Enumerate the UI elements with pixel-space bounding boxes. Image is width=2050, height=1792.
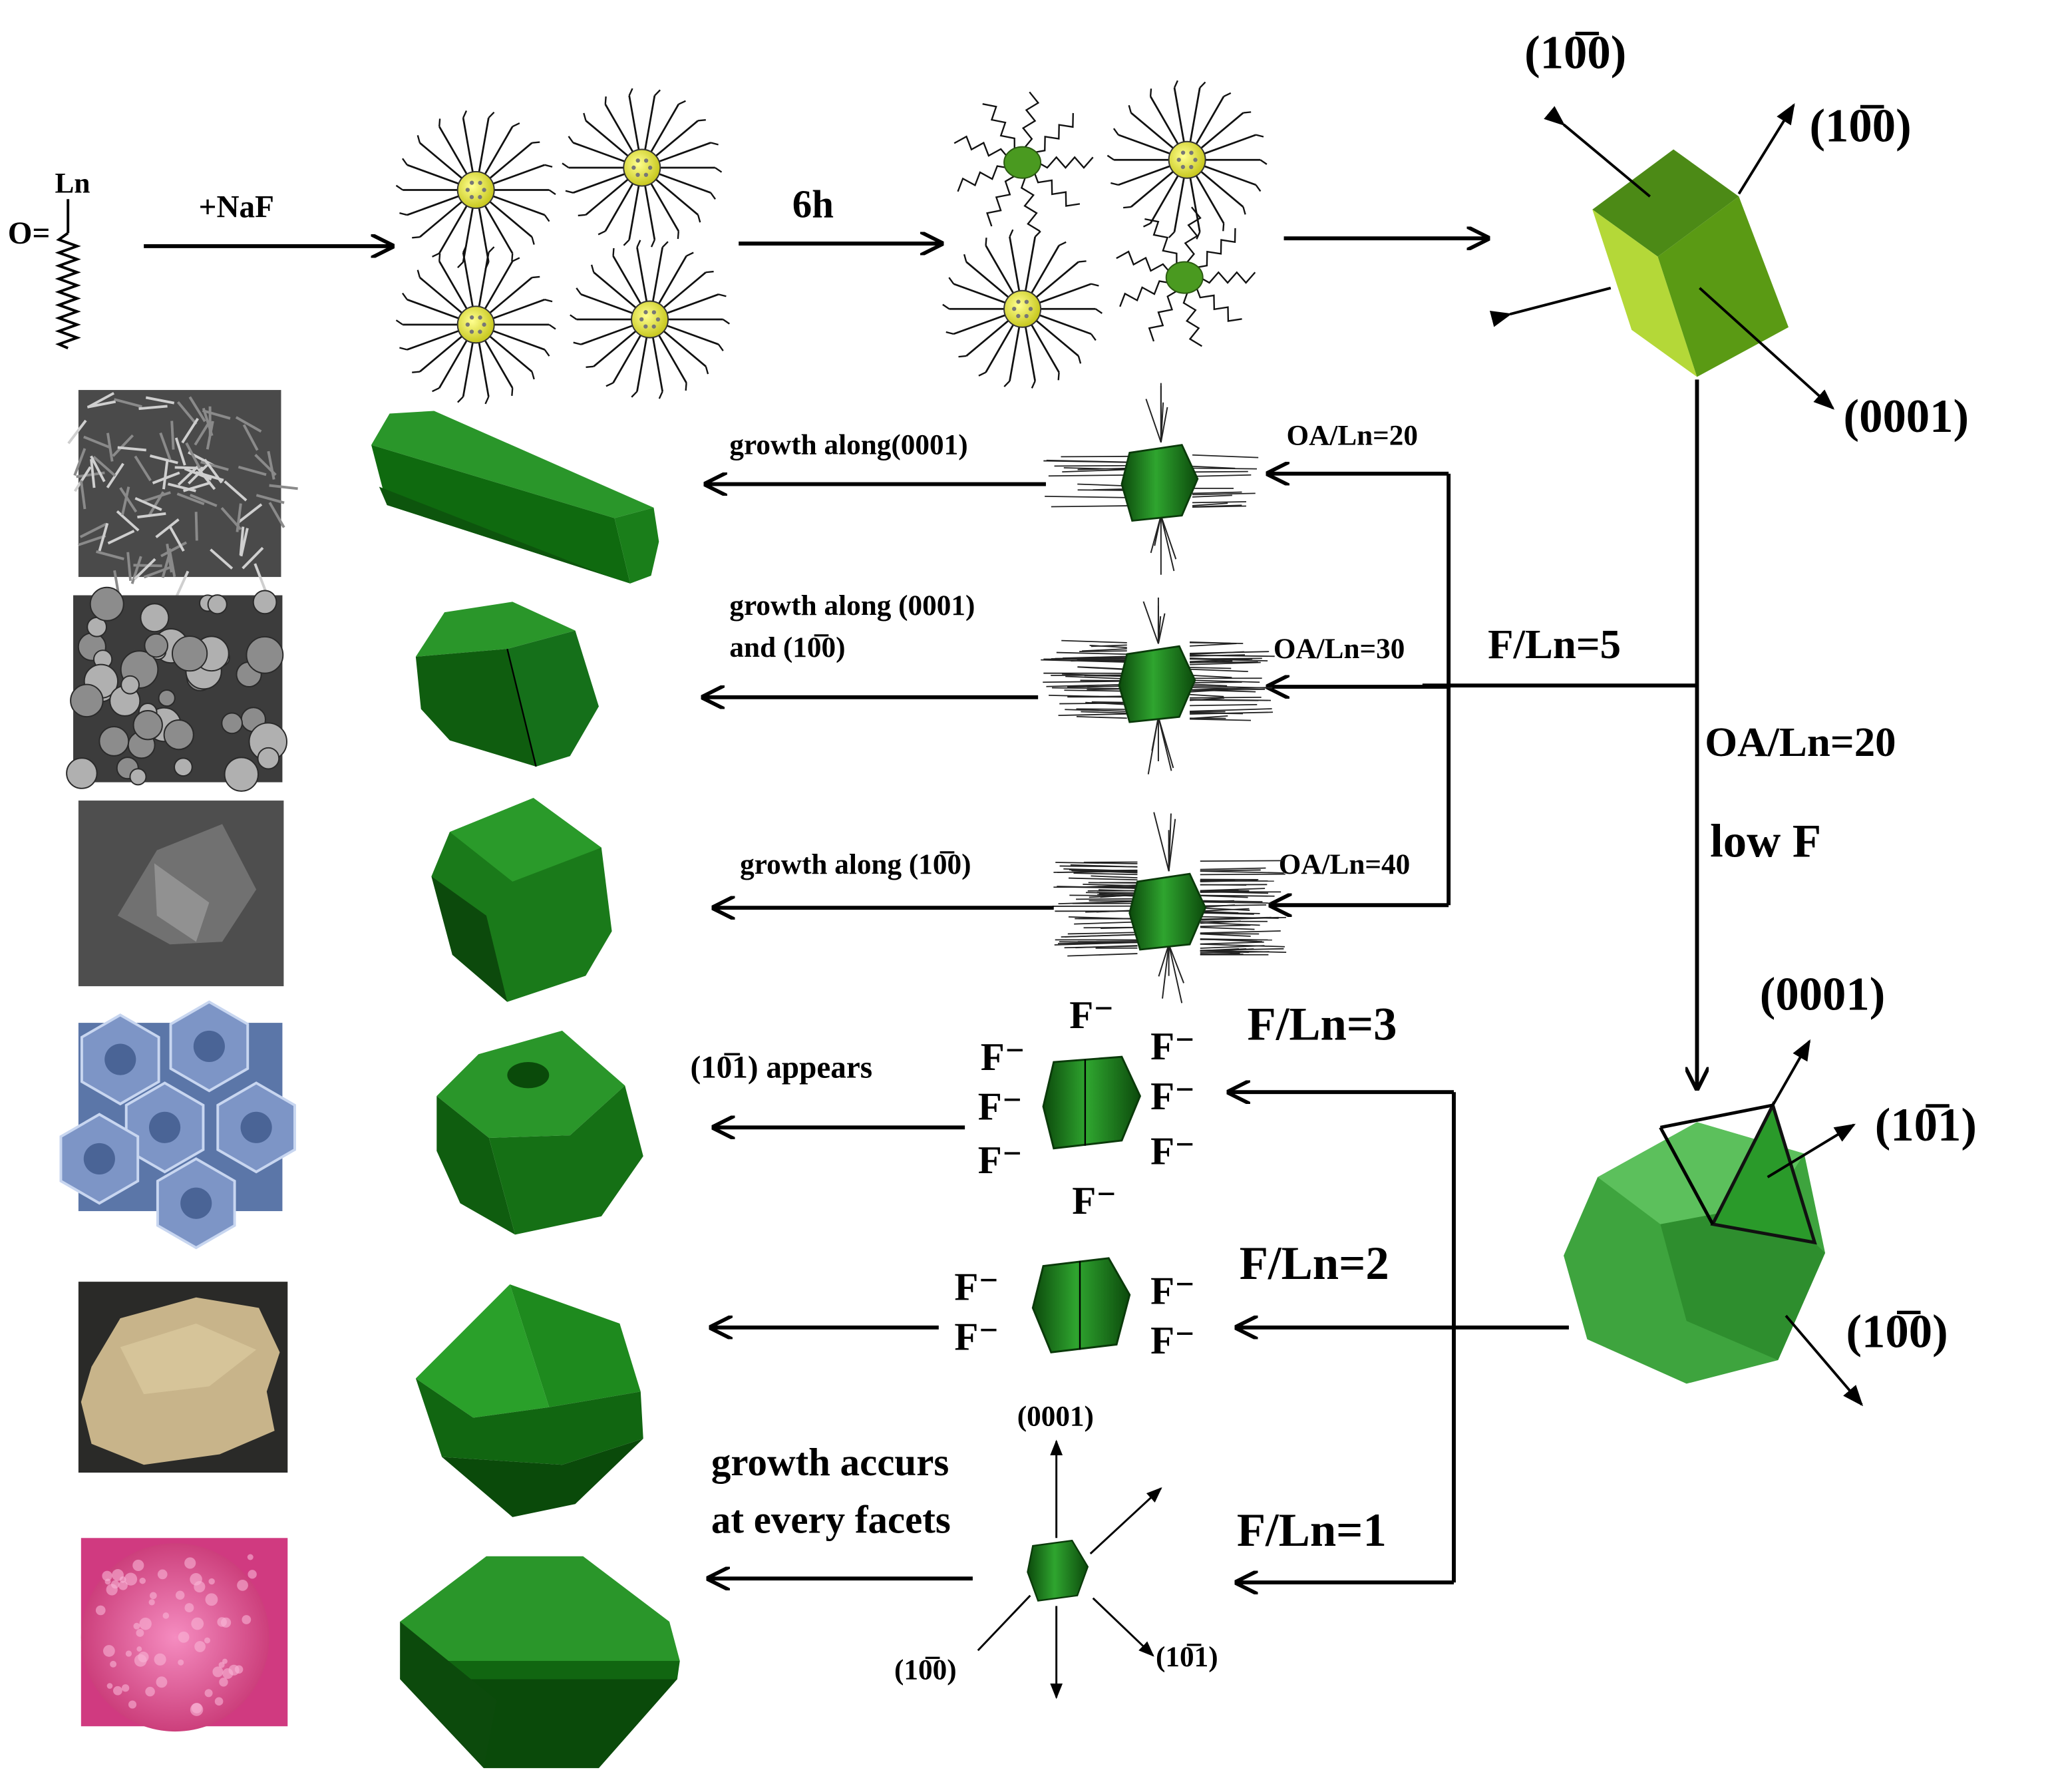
- micelle: [1107, 80, 1268, 240]
- growth-label-row1: growth along(0001): [729, 429, 967, 460]
- axis-line: [1092, 1597, 1154, 1657]
- fluoride-ion: F⁻: [1069, 993, 1114, 1037]
- pyramid-edge: [1659, 1127, 1715, 1225]
- small-axis-top-label: (0001): [1017, 1400, 1094, 1432]
- growth-label-row6-line1: growth accurs: [711, 1440, 949, 1484]
- growth-label-row2-line1: growth along (0001): [729, 590, 975, 622]
- growth-label-row6-line2: at every facets: [711, 1497, 951, 1541]
- fluoride-ion: F⁻: [1150, 1074, 1195, 1118]
- small-nucleus-f1: [977, 1439, 1162, 1700]
- capped-nucleus: [1116, 206, 1256, 347]
- fluoride-ion: F⁻: [978, 1085, 1023, 1129]
- fluoride-nucleus-f3: [1042, 1055, 1142, 1150]
- growth-label-row4: (10̅1) appears: [690, 1051, 872, 1085]
- hexagonal-rod-crystal: [371, 411, 659, 584]
- low-f-label: low F: [1710, 816, 1821, 868]
- fluoride-ion: F⁻: [1150, 1129, 1195, 1172]
- micelle: [395, 110, 556, 270]
- micelle: [562, 88, 723, 248]
- sem-image-hexagonal-pits: [59, 1000, 296, 1250]
- bipyramid-prism-product: [415, 1284, 643, 1517]
- axis-line: [1089, 1487, 1162, 1554]
- truncated-pyramid-crystal: [1564, 1039, 1864, 1407]
- growth-label-row2-line2: and (10̅0): [729, 631, 845, 663]
- hexagonal-prism-crystal: [1489, 103, 1835, 410]
- small-axis-bottom-right-label: (10̅1): [1156, 1641, 1218, 1673]
- arrow-facet-1011: [1767, 1123, 1856, 1178]
- hexagonal-prism-product: [415, 602, 599, 767]
- fluoride-ion: F⁻: [954, 1314, 999, 1358]
- f-ln-2-label: F/Ln=2: [1240, 1238, 1389, 1290]
- pyramid-edge: [1659, 1103, 1773, 1129]
- micelle: [942, 229, 1103, 389]
- small-axis-bottom-left-label: (10̅0): [894, 1654, 957, 1686]
- six-hour-step-label: 6h: [792, 182, 834, 226]
- growth-label-row3: growth along (10̅0): [740, 848, 971, 880]
- micelle-cluster: [395, 88, 730, 405]
- naf-step-label: +NaF: [199, 190, 274, 225]
- sem-image-prisms: [66, 586, 287, 792]
- facet-label-bottom: (0001): [1844, 391, 1969, 443]
- truncated-facet-top-label: (0001): [1760, 968, 1886, 1020]
- double-cone-product: [400, 1556, 680, 1769]
- arrow-prism-tl: [1544, 106, 1651, 198]
- oa-ln-40-label: OA/Ln=40: [1279, 848, 1411, 880]
- oa-ln-20-label: OA/Ln=20: [1286, 420, 1418, 452]
- hexagonal-plate-product: [431, 798, 612, 1002]
- fluoride-ion: F⁻: [1150, 1269, 1195, 1313]
- capped-nucleus-oa30: [1041, 598, 1275, 775]
- sem-image-bipyramid: [78, 1282, 288, 1473]
- fluoride-ion: F⁻: [1150, 1024, 1195, 1068]
- oxygen-label: O=: [8, 216, 51, 251]
- arrow-prism-tr: [1737, 103, 1795, 195]
- f-ln-1-label: F/Ln=1: [1237, 1505, 1387, 1556]
- capped-nucleus-oa40: [1052, 812, 1287, 1003]
- sem-image-double-cone: [81, 1538, 288, 1732]
- arrow-prism-bottom: [1699, 287, 1835, 410]
- f-ln-3-label: F/Ln=3: [1248, 999, 1397, 1051]
- oleate-precursor: Ln O=: [8, 167, 90, 350]
- arrow-facet-0001: [1771, 1039, 1811, 1106]
- truncated-facet-right-label: (10̅1): [1875, 1099, 1977, 1151]
- fluoride-nucleus-f2: [1031, 1257, 1131, 1353]
- sem-image-plates: [78, 801, 284, 987]
- hexagonal-prism-with-pits-product: [436, 1030, 643, 1235]
- sem-image-rods: [67, 390, 298, 600]
- oa-ln-20-main-label: OA/Ln=20: [1705, 719, 1896, 765]
- f-ln-5-label: F/Ln=5: [1488, 621, 1621, 667]
- ln-label: Ln: [55, 167, 90, 199]
- alkyl-chain: [55, 232, 81, 350]
- axis-line: [977, 1594, 1031, 1652]
- capped-nucleus: [953, 91, 1094, 232]
- capped-nucleus-oa20: [1043, 383, 1259, 575]
- fluoride-ion: F⁻: [981, 1035, 1025, 1079]
- truncated-facet-bottom-label: (10̅0): [1846, 1306, 1948, 1357]
- fluoride-ion: F⁻: [1150, 1318, 1195, 1362]
- fluoride-ion: F⁻: [978, 1138, 1023, 1182]
- facet-label-top-left: (10̅0): [1524, 27, 1626, 79]
- micelle-nuclei-cluster: [942, 80, 1268, 389]
- facet-label-top-right: (10̅0): [1809, 100, 1911, 152]
- arrow-prism-left: [1489, 286, 1612, 327]
- micelle: [395, 245, 556, 405]
- fluoride-ion: F⁻: [1072, 1178, 1116, 1222]
- arrow-facet-1010: [1785, 1314, 1864, 1407]
- micelle: [570, 240, 730, 399]
- fluoride-ion: F⁻: [954, 1265, 999, 1309]
- oa-ln-30-label: OA/Ln=30: [1274, 633, 1405, 665]
